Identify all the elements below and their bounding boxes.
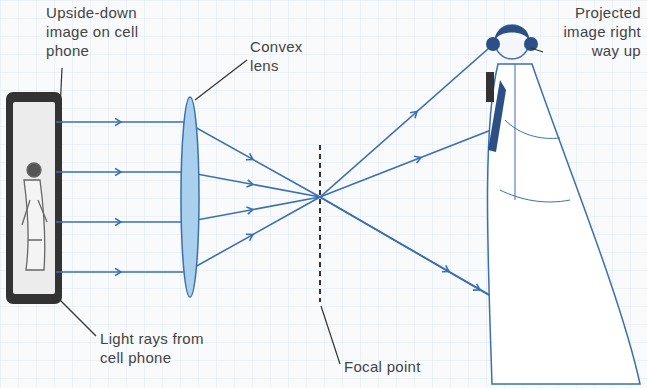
callout-label: Convex lens	[250, 38, 312, 76]
callout-label: Light rays from cell phone	[100, 330, 220, 368]
light-ray	[56, 26, 514, 272]
ray-arrowhead	[246, 180, 253, 187]
ray-arrowhead	[246, 153, 253, 159]
focal-line	[319, 145, 321, 302]
ray-arrowhead	[414, 156, 421, 163]
ray-arrowhead	[115, 168, 121, 175]
callout-label: Focal point	[344, 358, 454, 377]
ray-arrowhead	[246, 234, 253, 240]
ray-arrowhead	[115, 218, 121, 225]
convex-lens	[181, 97, 199, 297]
callout-label: Upside-down image on cell phone	[46, 4, 150, 60]
ray-arrowhead	[115, 118, 121, 125]
cell-phone	[6, 92, 62, 304]
callout-label: Projected image right way up	[545, 4, 641, 60]
light-rays	[56, 26, 640, 383]
ray-arrowhead	[410, 112, 417, 119]
leader-lines	[56, 48, 543, 364]
projected-figure	[486, 25, 640, 384]
ray-arrowhead	[442, 265, 449, 271]
ray-arrowhead	[115, 268, 121, 275]
ray-arrowhead	[246, 207, 253, 214]
light-ray	[56, 118, 522, 222]
